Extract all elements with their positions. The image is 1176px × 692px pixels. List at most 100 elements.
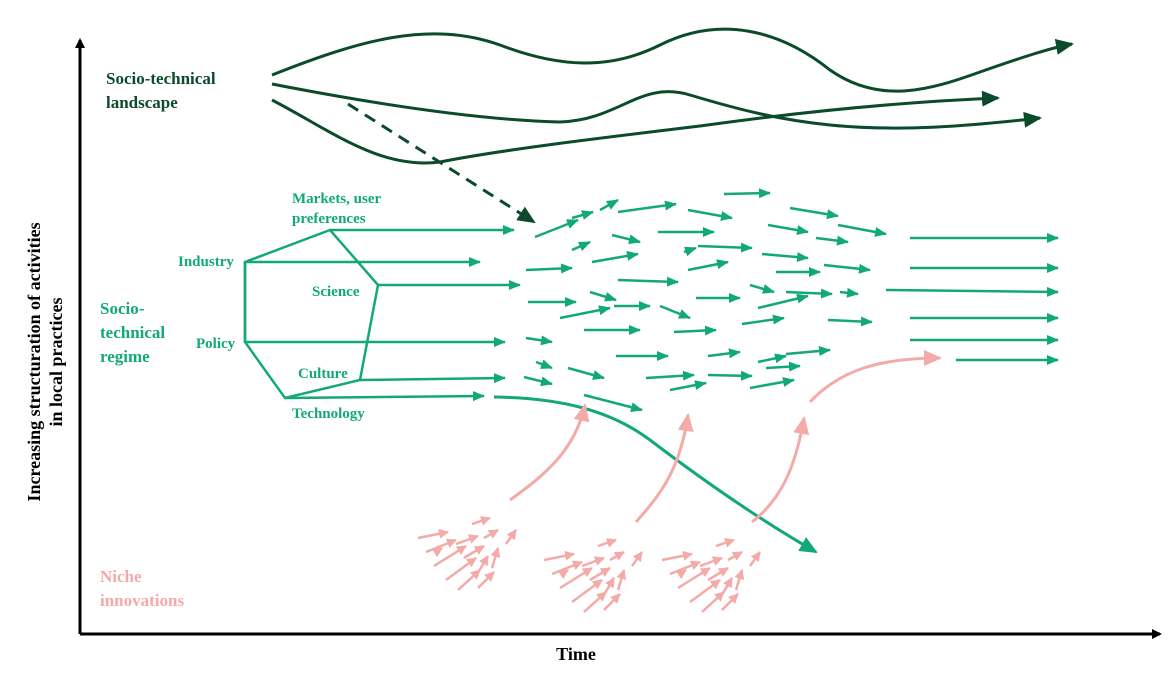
niche-label: Niche innovations [100,567,184,610]
niche-arrow [431,546,443,558]
regime-label-line2: technical [100,323,165,342]
regime-arrow [687,259,729,272]
niche-arrow [603,593,621,611]
niche-cluster [661,538,762,613]
regime-arrow [815,235,849,246]
regime-arrow [839,287,859,298]
niche-arrow [675,568,687,580]
regime-arrow [583,393,643,413]
regime-label: Socio- technical regime [100,299,165,366]
niche-breakthrough-3 [751,416,810,524]
niche-cluster [543,538,644,613]
regime-arrow [749,377,795,390]
niche-arrow [483,528,499,540]
landscape-trend-3 [271,90,1000,165]
regime-arrow [697,242,753,253]
regime-arrow [673,325,717,336]
regime-arrow [823,263,871,274]
niche-arrow [734,569,745,591]
niche-arrow [721,593,739,611]
landscape-trends [271,27,1074,165]
niche-arrow [715,538,735,548]
niche-breakthrough-1 [509,403,590,502]
regime-arrow [723,188,771,199]
axes [75,38,1162,639]
regime-arrow [749,283,775,294]
regime-arrow [785,288,833,299]
niche-arrow [543,550,575,562]
landscape-pressure-arrow [347,102,536,224]
regime-arrow [567,366,605,380]
label-policy: Policy [196,336,236,352]
regime-label-line3: regime [100,347,150,366]
new-regime-arrow [885,286,1059,297]
niche-arrow [417,528,449,540]
regime-dimension-labels: Markets, user preferences Industry Scien… [178,191,381,422]
niche-arrow [630,551,644,567]
niche-arrow [474,555,490,577]
niche-cluster [417,516,518,591]
regime-arrow [559,305,611,320]
niche-label-line2: innovations [100,591,184,610]
niche-clusters [417,516,762,613]
y-axis-label-line1: Increasing structuration of activities [24,222,44,501]
niche-arrow [661,550,693,562]
niche-arrow [477,571,495,589]
regime-arrow [767,223,809,236]
regime-arrow [707,348,741,359]
regime-line-culture [359,373,506,384]
regime-arrow [617,200,677,214]
label-technology: Technology [292,406,365,422]
niche-arrow [748,551,762,567]
niche-arrow [571,578,603,604]
regime-arrow [591,250,639,264]
regime-arrow [645,370,695,381]
landscape-label: Socio-technical landscape [106,69,216,112]
regime-arrow [827,316,873,327]
regime-arrow [757,353,787,364]
niche-arrow [504,529,518,545]
regime-arrow [571,240,591,252]
niche-arrow [699,556,723,568]
niche-breakthrough-4 [808,350,942,404]
regime-arrow [534,218,579,239]
niche-arrow [600,577,616,599]
regime-line-technology [284,391,485,402]
label-markets-line1: Markets, user [292,191,381,207]
niche-arrow [425,538,457,554]
regime-arrow [785,346,831,356]
regime-arrow [683,246,697,257]
regime-arrow [837,223,887,237]
niche-arrow [718,577,734,599]
niche-breakthrough-2 [634,413,694,523]
regime-arrow [525,263,573,274]
landscape-trend-2 [271,82,1042,130]
new-regime-arrows [885,233,1059,365]
landscape-trend-1 [271,27,1074,93]
regime-arrow [707,370,753,381]
landscape-label-line1: Socio-technical [106,69,216,88]
regime-arrow [789,206,839,220]
regime-arrow [765,361,801,372]
regime-arrow [757,293,809,310]
label-industry: Industry [178,254,234,270]
y-axis-label: Increasing structuration of activities i… [24,222,66,501]
niche-arrow [445,556,477,582]
regime-arrow [523,375,553,387]
regime-arrow [599,198,619,212]
regime-arrow [761,252,809,263]
regime-dimension-lines [245,225,521,402]
niche-arrow [455,534,479,546]
niche-arrow [551,560,583,576]
niche-arrow [463,544,485,560]
regime-arrow [571,210,594,220]
niche-arrow [689,578,721,604]
regime-arrow [611,233,641,245]
regime-arrow [617,276,679,287]
niche-arrow [589,566,611,582]
y-axis-label-line2: in local practices [46,298,66,427]
regime-arrow-field [523,188,887,413]
niche-arrow [433,544,467,568]
